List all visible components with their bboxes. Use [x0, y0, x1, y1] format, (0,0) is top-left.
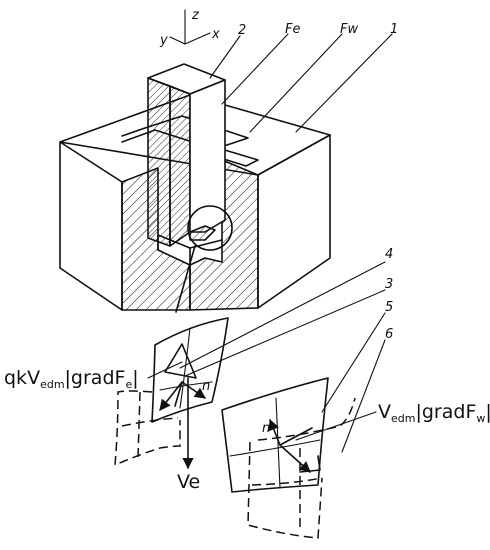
callout-4: 4 — [385, 247, 393, 262]
callout-5: 5 — [385, 300, 393, 315]
electrode — [147, 63, 226, 247]
svg-text:qkVedm|gradFe|: qkVedm|gradFe| — [4, 367, 139, 391]
svg-text:Vedm|gradFw|: Vedm|gradFw| — [378, 401, 490, 425]
electrode-surface-outline — [151, 317, 229, 423]
electrode-left-section — [147, 77, 171, 247]
normal-w-arrow — [268, 418, 281, 446]
electrode-surface-dashed-ext — [114, 390, 181, 467]
callout-fw: Fw — [340, 22, 358, 37]
callout-3: 3 — [385, 277, 393, 292]
callout-6: 6 — [385, 327, 393, 342]
velocity-label: Ve — [177, 471, 200, 493]
normal-w-label: n — [262, 421, 270, 436]
detail-circle — [187, 205, 233, 251]
electrode-surface-patch: n Ve — [114, 317, 229, 493]
axis-x-label: x — [211, 27, 220, 42]
callout-electrode: 2 — [238, 23, 246, 38]
lower-callouts: 4 3 5 6 — [179, 247, 393, 453]
normal-e-arrow — [181, 381, 206, 399]
callout-workpiece: 1 — [390, 22, 398, 37]
top-callouts: 2 Fe Fw 1 — [209, 22, 398, 133]
workpiece-surface-outline — [221, 377, 329, 493]
workpiece-right-section — [189, 159, 259, 311]
electrode-center-section — [169, 85, 191, 247]
callout-fe: Fe — [285, 22, 300, 37]
normal-e-label: n — [202, 379, 210, 394]
right-formula: Vedm|gradFw| — [295, 401, 490, 441]
left-formula: qkVedm|gradFe| — [4, 361, 183, 391]
coordinate-axes: z y x — [159, 8, 220, 48]
workpiece-surface-patch: n — [221, 377, 356, 539]
detail-leader — [175, 245, 196, 313]
workpiece-left-face — [59, 141, 123, 311]
axis-y-label: y — [159, 33, 168, 48]
workpiece-surface-dashed-ext — [247, 441, 323, 539]
axis-z-label: z — [191, 8, 200, 23]
electrode-right-face — [189, 79, 226, 233]
